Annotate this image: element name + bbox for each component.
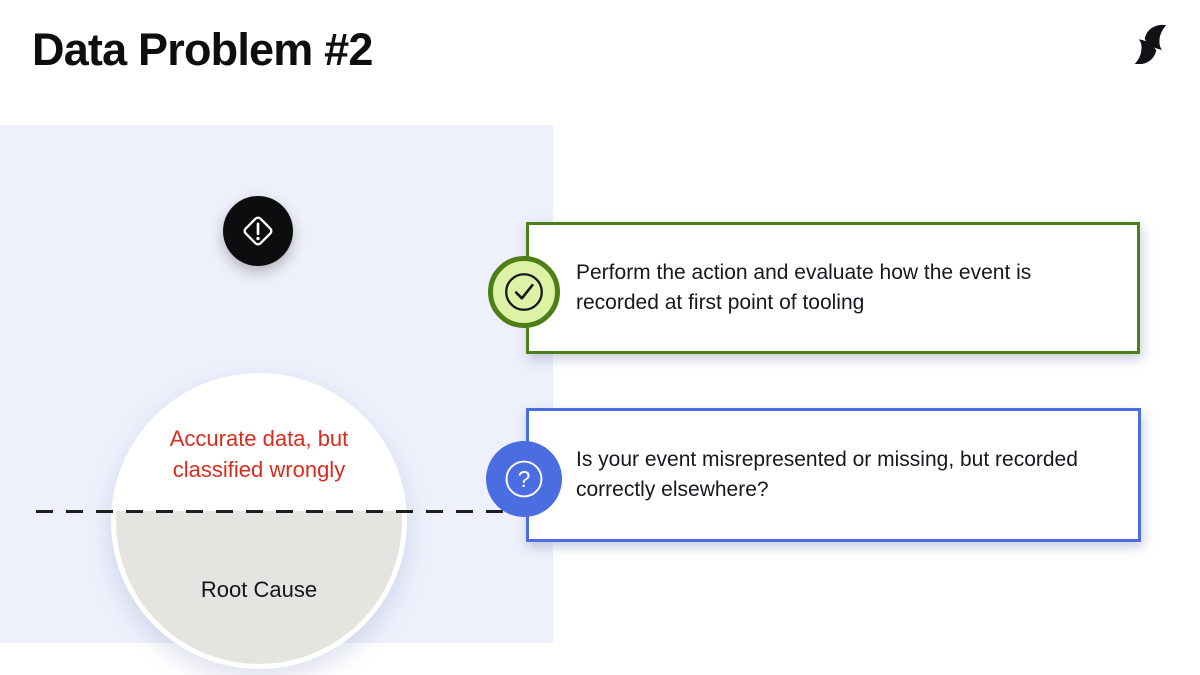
dashed-divider — [36, 510, 518, 513]
check-bubble — [488, 256, 560, 328]
question-circle-icon: ? — [505, 460, 543, 498]
brand-mark-icon — [1130, 22, 1172, 65]
callout-question-text: Is your event misrepresented or missing,… — [576, 448, 1078, 501]
check-circle-icon — [505, 273, 543, 311]
callout-question: Is your event misrepresented or missing,… — [526, 408, 1141, 542]
svg-text:?: ? — [518, 466, 531, 492]
callout-evaluate-text: Perform the action and evaluate how the … — [576, 261, 1032, 314]
alert-badge — [223, 196, 293, 266]
question-bubble: ? — [486, 441, 562, 517]
problem-label: Accurate data, but classified wrongly — [169, 426, 349, 482]
page-title: Data Problem #2 — [32, 24, 373, 75]
root-cause-label: Root Cause — [200, 577, 318, 602]
alert-diamond-icon — [243, 216, 273, 246]
callout-evaluate: Perform the action and evaluate how the … — [526, 222, 1140, 354]
root-cause-circle: Accurate data, but classified wrongly Ro… — [111, 373, 407, 669]
